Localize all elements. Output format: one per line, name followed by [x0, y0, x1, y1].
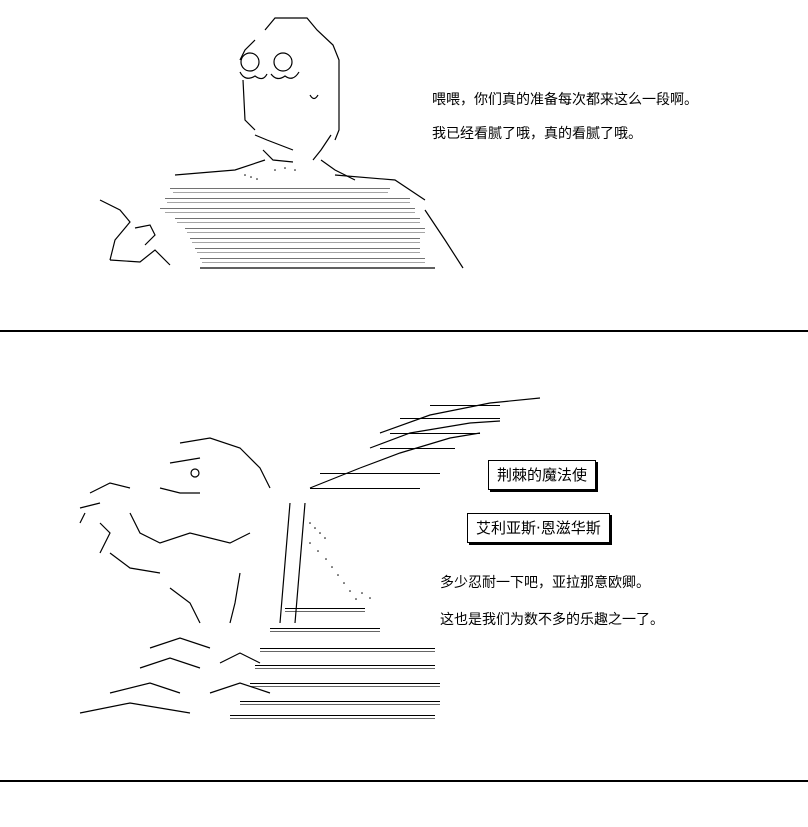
dialog-line-3: 多少忍耐一下吧，亚拉那意欧卿。 — [440, 575, 650, 591]
dialog-line-4: 这也是我们为数不多的乐趣之一了。 — [440, 612, 664, 628]
nameplate-title: 荆棘的魔法使 — [488, 460, 597, 490]
panel-divider-bottom — [0, 780, 808, 782]
bald-character-art — [95, 10, 470, 275]
mage-character-art — [70, 393, 550, 723]
dialog-line-1: 喂喂，你们真的准备每次都来这么一段啊。 — [432, 92, 698, 108]
nameplate-character-name: 艾利亚斯·恩滋华斯 — [467, 513, 610, 543]
panel-bottom: 荆棘的魔法使 艾利亚斯·恩滋华斯 多少忍耐一下吧，亚拉那意欧卿。 这也是我们为数… — [0, 333, 808, 781]
panel-divider — [0, 330, 808, 332]
panel-top: 喂喂，你们真的准备每次都来这么一段啊。 我已经看腻了哦，真的看腻了哦。 — [0, 0, 808, 330]
dialog-line-2: 我已经看腻了哦，真的看腻了哦。 — [432, 126, 642, 142]
